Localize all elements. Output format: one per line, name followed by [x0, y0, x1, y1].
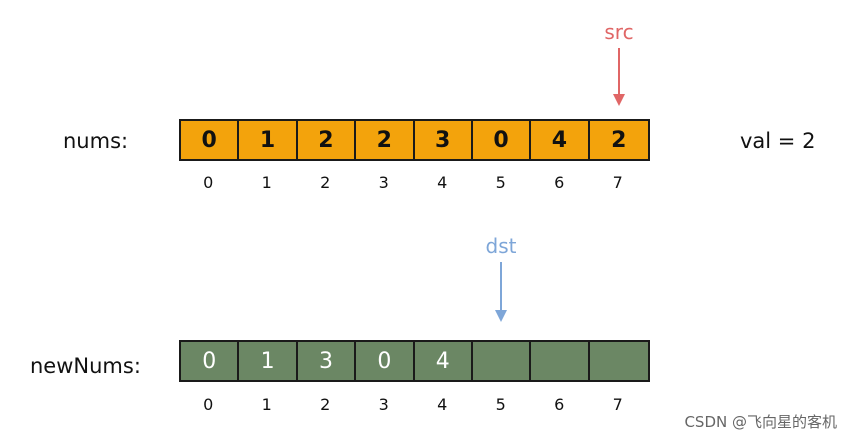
newnums-cell: 3 [297, 342, 357, 380]
index-label: 5 [495, 395, 506, 414]
index-label: 7 [612, 173, 623, 192]
index-label: 3 [378, 395, 389, 414]
newnums-cell [472, 342, 532, 380]
index-label: 4 [437, 173, 448, 192]
index-label: 1 [261, 173, 272, 192]
nums-cell: 1 [239, 121, 298, 159]
nums-cell: 0 [472, 121, 532, 159]
nums-cell: 3 [414, 121, 473, 159]
nums-cell: 2 [589, 121, 648, 159]
src-arrow [613, 48, 625, 106]
val-label: val = 2 [740, 129, 816, 153]
nums-cell: 2 [297, 121, 357, 159]
nums-cell: 2 [356, 121, 415, 159]
newnums-indices: 0 1 2 3 4 5 6 7 [179, 395, 647, 414]
index-label: 5 [495, 173, 506, 192]
nums-cell: 0 [181, 121, 240, 159]
index-label: 0 [203, 173, 214, 192]
index-label: 0 [203, 395, 214, 414]
dst-arrow [495, 262, 507, 322]
newnums-cell: 0 [356, 342, 415, 380]
dst-label: dst [485, 234, 517, 258]
index-label: 7 [612, 395, 623, 414]
nums-indices: 0 1 2 3 4 5 6 7 [179, 173, 647, 192]
newnums-cell [589, 342, 648, 380]
index-label: 6 [554, 173, 565, 192]
newnums-cell: 0 [181, 342, 240, 380]
index-label: 1 [261, 395, 272, 414]
newnums-cell: 1 [239, 342, 298, 380]
src-pointer: src [599, 20, 639, 108]
nums-label: nums: [63, 129, 129, 153]
newnums-label: newNums: [30, 354, 141, 378]
newnums-array: 0 1 3 0 4 [179, 340, 650, 382]
newnums-cell: 4 [414, 342, 473, 380]
index-label: 2 [320, 395, 331, 414]
nums-array: 0 1 2 2 3 0 4 2 [179, 119, 650, 161]
watermark: CSDN @飞向星的客机 [684, 413, 837, 431]
index-label: 4 [437, 395, 448, 414]
dst-pointer: dst [481, 234, 521, 324]
index-label: 6 [554, 395, 565, 414]
index-label: 3 [378, 173, 389, 192]
newnums-cell [531, 342, 590, 380]
index-label: 2 [320, 173, 331, 192]
nums-cell: 4 [531, 121, 590, 159]
src-label: src [604, 20, 634, 44]
